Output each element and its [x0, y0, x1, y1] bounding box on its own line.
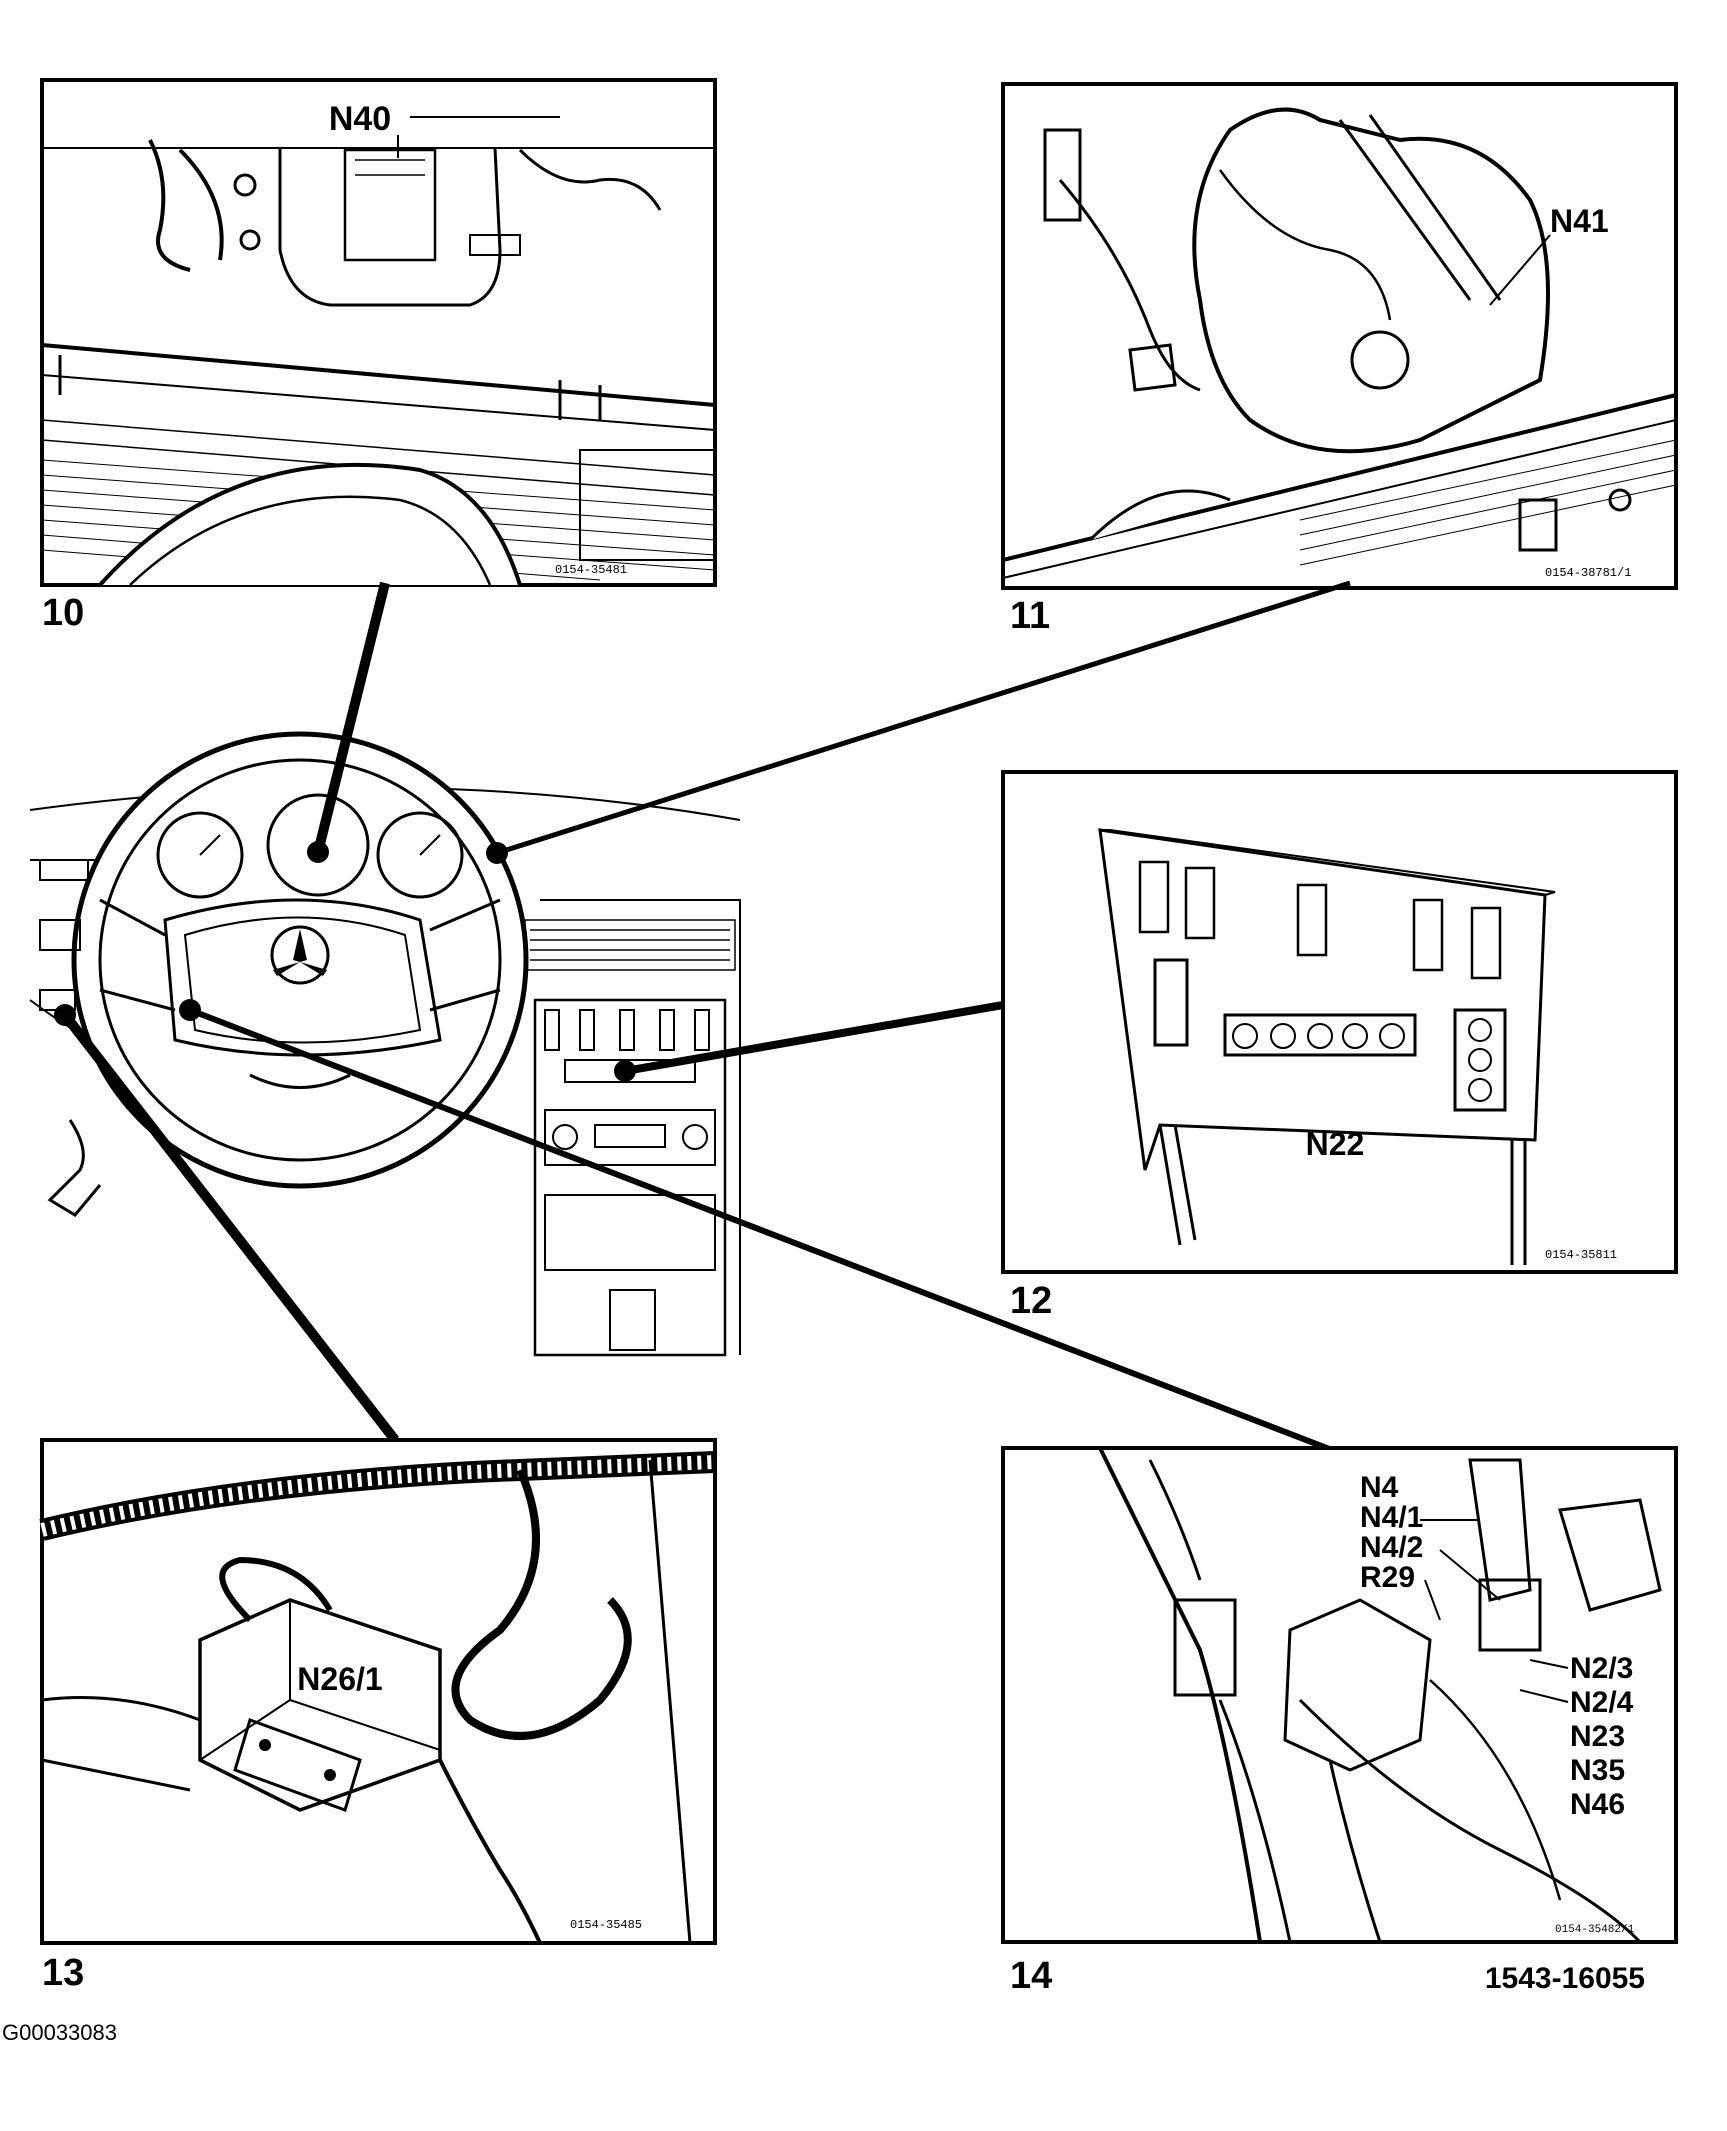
panel-13-drawing-code: 0154-35485 — [570, 1918, 642, 1932]
panel-13-callout-n26-1: N26/1 — [297, 1661, 382, 1697]
figure-code: 1543-16055 — [1485, 1962, 1645, 1995]
panel-14-callout-n4: N4 — [1360, 1471, 1399, 1504]
panel-10-drawing-code: 0154-35481 — [555, 563, 627, 577]
document-id: G00033083 — [2, 2020, 117, 2045]
panel-14-illustration — [1001, 1446, 1678, 1944]
panel-14-number: 14 — [1010, 1955, 1052, 1997]
leader-lines — [61, 580, 1351, 1458]
panel-13-number: 13 — [42, 1952, 84, 1994]
panel-10-number: 10 — [42, 592, 84, 634]
panel-12-drawing-code: 0154-35811 — [1545, 1248, 1617, 1262]
panel-11-illustration — [1001, 82, 1678, 590]
panel-14-callout-n4-1: N4/1 — [1360, 1501, 1423, 1534]
panel-14-callout-n23: N23 — [1570, 1720, 1625, 1753]
panel-10-callout-n40: N40 — [329, 100, 391, 138]
panel-12-number: 12 — [1010, 1280, 1052, 1322]
panel-14-callout-n2-4: N2/4 — [1570, 1686, 1634, 1719]
panel-14-callout-n4-2: N4/2 — [1360, 1531, 1423, 1564]
panel-12-callout-n22: N22 — [1306, 1126, 1365, 1162]
panel-14-callouts-left: N4 N4/1 N4/2 R29 — [1360, 1471, 1423, 1594]
panel-14-callout-r29: R29 — [1360, 1561, 1415, 1594]
panel-11-number: 11 — [1010, 595, 1050, 637]
panel-11-callout-n41: N41 — [1550, 203, 1609, 239]
panel-14-callouts-right: N2/3 N2/4 N23 N35 N46 — [1570, 1652, 1634, 1821]
panel-11-drawing-code: 0154-38781/1 — [1545, 566, 1631, 580]
panel-14-callout-n46: N46 — [1570, 1788, 1625, 1821]
panel-12-illustration — [1001, 770, 1678, 1274]
panel-10-illustration — [40, 78, 717, 587]
dashboard-overview-illustration — [29, 731, 741, 1357]
panel-14-drawing-code: 0154-35482/1 — [1555, 1924, 1635, 1936]
panel-14-callout-n35: N35 — [1570, 1754, 1625, 1787]
panel-14-callout-n2-3: N2/3 — [1570, 1652, 1633, 1685]
panel-13-illustration — [39, 1438, 717, 1945]
